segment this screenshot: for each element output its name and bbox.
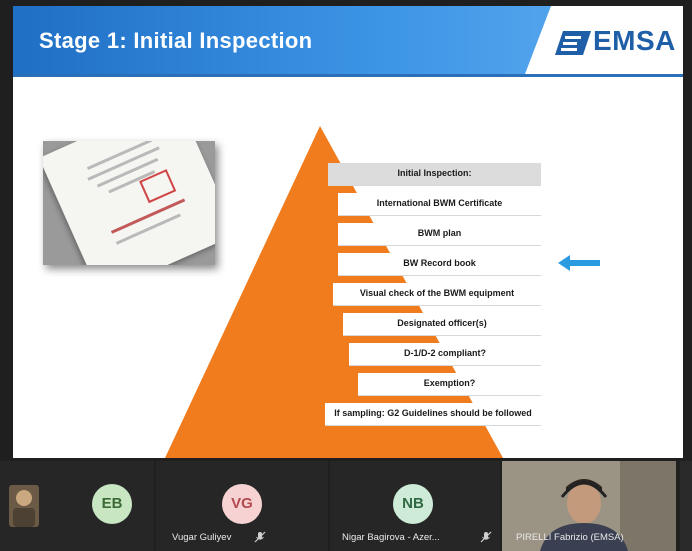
participant-name: Vugar Guliyev [172, 532, 232, 543]
step-label: BW Record book [403, 258, 476, 268]
person-video-icon [502, 461, 676, 551]
left-arrow-icon [558, 255, 600, 271]
logo-mark-icon [555, 31, 591, 55]
avatar: VG [222, 484, 262, 524]
emsa-logo: EMSA [525, 6, 683, 74]
step-label: Designated officer(s) [397, 318, 487, 328]
step-label: Exemption? [423, 378, 476, 388]
step-label: Visual check of the BWM equipment [359, 288, 515, 298]
step-initial-inspection: Initial Inspection: [328, 163, 541, 185]
logo-text: EMSA [593, 25, 676, 56]
step-visual-check: Visual check of the BWM equipment [333, 283, 541, 305]
participants-strip: EB VG Vugar Guliyev NB Nigar Bagirova - … [0, 461, 692, 551]
banner-underline [13, 74, 683, 77]
participant-video-tile[interactable]: PIRELLI Fabrizio (EMSA) [502, 461, 676, 551]
step-label: BWM plan [417, 228, 462, 238]
bwm-plan-document-photo [43, 141, 215, 265]
step-bwm-certificate: International BWM Certificate [338, 193, 541, 215]
mic-muted-icon [480, 531, 492, 543]
participant-name: Nigar Bagirova - Azer... [342, 532, 440, 543]
slide-title: Stage 1: Initial Inspection [39, 28, 313, 53]
step-compliance: D-1/D-2 compliant? [349, 343, 541, 365]
participant-name: PIRELLI Fabrizio (EMSA) [516, 532, 624, 543]
step-exemption: Exemption? [358, 373, 541, 395]
step-bw-record-book: BW Record book [338, 253, 541, 275]
step-label: International BWM Certificate [376, 198, 503, 208]
participant-tile[interactable]: VG Vugar Guliyev [156, 461, 328, 551]
participant-tile[interactable]: NB Nigar Bagirova - Azer... [330, 461, 500, 551]
step-bwm-plan: BWM plan [338, 223, 541, 245]
step-label: Initial Inspection: [397, 168, 472, 178]
avatar: NB [393, 484, 433, 524]
presentation-slide: Stage 1: Initial Inspection EMSA Initial… [13, 6, 683, 458]
avatar: EB [92, 484, 132, 524]
step-designated-officer: Designated officer(s) [343, 313, 541, 335]
participant-tile[interactable]: EB [0, 461, 154, 551]
step-label: D-1/D-2 compliant? [403, 348, 486, 358]
strip-edge [680, 461, 692, 551]
participant-photo-icon [9, 485, 39, 527]
step-sampling: If sampling: G2 Guidelines should be fol… [325, 403, 541, 425]
step-label: If sampling: G2 Guidelines should be fol… [334, 408, 532, 418]
mic-muted-icon [254, 531, 266, 543]
